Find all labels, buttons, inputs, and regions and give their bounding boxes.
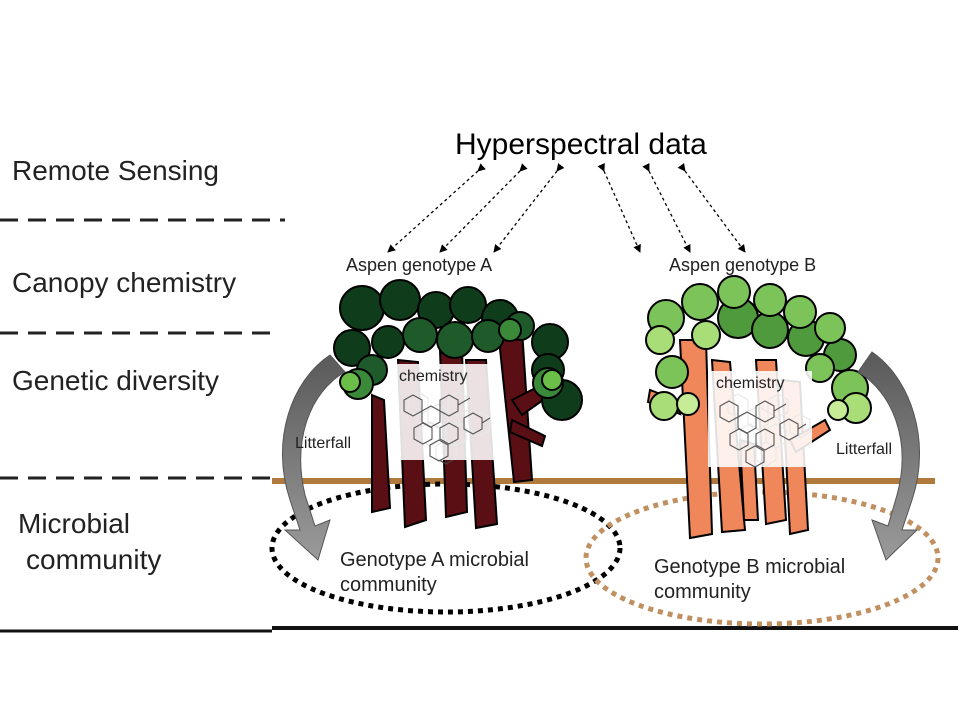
community-a-label: Genotype A microbial community [340, 548, 529, 598]
row-label-microbial-line2: community [26, 544, 162, 575]
arrow-to-a-3 [493, 163, 565, 253]
genotype-b-label: Aspen genotype B [669, 255, 817, 275]
row-label-genetic-diversity: Genetic diversity [12, 365, 219, 396]
arrow-to-b-1 [597, 162, 641, 253]
diagram-title: Hyperspectral data [455, 128, 707, 161]
community-b-label: Genotype B microbial community [654, 555, 845, 605]
litterfall-label-b: Litterfall [836, 441, 893, 458]
foliage-a-mid [356, 311, 535, 386]
community-b-line2: community [654, 581, 751, 603]
litterfall-arrow-a [282, 354, 346, 561]
community-a-line2: community [340, 574, 437, 596]
arrow-to-a-2 [439, 163, 528, 253]
arrow-to-b-2 [642, 162, 691, 253]
chemistry-box-a: chemistry [391, 364, 495, 460]
arrow-to-a-1 [387, 163, 486, 253]
row-label-remote-sensing: Remote Sensing [12, 155, 220, 186]
community-b-line1: Genotype B microbial [654, 556, 846, 578]
hyperspectral-arrows [387, 162, 746, 253]
foliage-a-bright [339, 369, 563, 393]
chemistry-label-b: chemistry [716, 375, 785, 392]
foliage-b-pale [645, 320, 872, 424]
foliage-b-pastel [676, 392, 849, 421]
foliage-b-light [647, 275, 869, 407]
arrow-to-b-3 [677, 162, 746, 253]
chemistry-box-b: chemistry [708, 371, 812, 467]
trees-genotype-b [645, 275, 872, 540]
row-label-microbial-line1: Microbial [18, 508, 131, 539]
litterfall-arrow-b [857, 351, 920, 561]
community-b-ring [583, 489, 941, 627]
community-a-line1: Genotype A microbial [340, 549, 529, 571]
genotype-a-label: Aspen genotype A [346, 255, 493, 275]
trees-genotype-a [333, 279, 583, 530]
row-label-canopy-chemistry: Canopy chemistry [12, 267, 237, 298]
litterfall-label-a: Litterfall [295, 435, 352, 452]
chemistry-label-a: chemistry [399, 368, 468, 385]
